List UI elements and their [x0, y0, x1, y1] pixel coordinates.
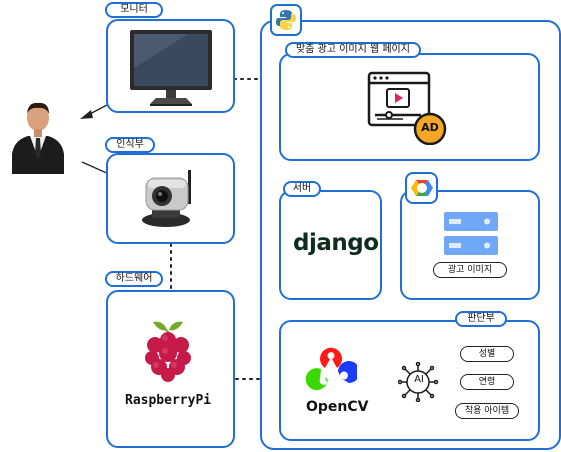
person-icon	[12, 102, 64, 174]
age-label: 연령	[460, 374, 514, 390]
python-icon	[276, 10, 296, 30]
monitor-icon	[130, 30, 212, 106]
django-logo: django	[293, 230, 379, 256]
monitor-label: 모니터	[105, 2, 163, 18]
storage-icon	[444, 212, 498, 255]
ai-badge-text: AI	[414, 374, 424, 385]
opencv-icon	[305, 347, 357, 391]
monitor-to-person-arrowhead	[80, 110, 93, 119]
server-box	[279, 190, 382, 300]
gender-label: 성별	[460, 346, 514, 362]
camera-icon	[142, 170, 191, 227]
raspberry-pi-text: RaspberryPi	[125, 393, 212, 408]
ad-webpage-label: 맞춤 광고 이미지 웹 페이지	[285, 42, 421, 58]
ad-video-icon	[367, 71, 447, 145]
ai-chip-icon	[398, 362, 439, 402]
gcp-icon	[411, 180, 433, 196]
recognition-label: 인식부	[105, 137, 155, 153]
ad-image-label: 광고 이미지	[433, 262, 507, 278]
judgment-label: 판단부	[455, 311, 507, 327]
hardware-label: 하드웨어	[105, 271, 163, 287]
server-label: 서버	[283, 181, 321, 197]
ad-badge-text: AD	[421, 121, 439, 134]
raspberry-pi-icon	[145, 321, 191, 382]
opencv-text: OpenCV	[306, 399, 369, 415]
worn-items-label: 착용 아이템	[455, 403, 519, 419]
